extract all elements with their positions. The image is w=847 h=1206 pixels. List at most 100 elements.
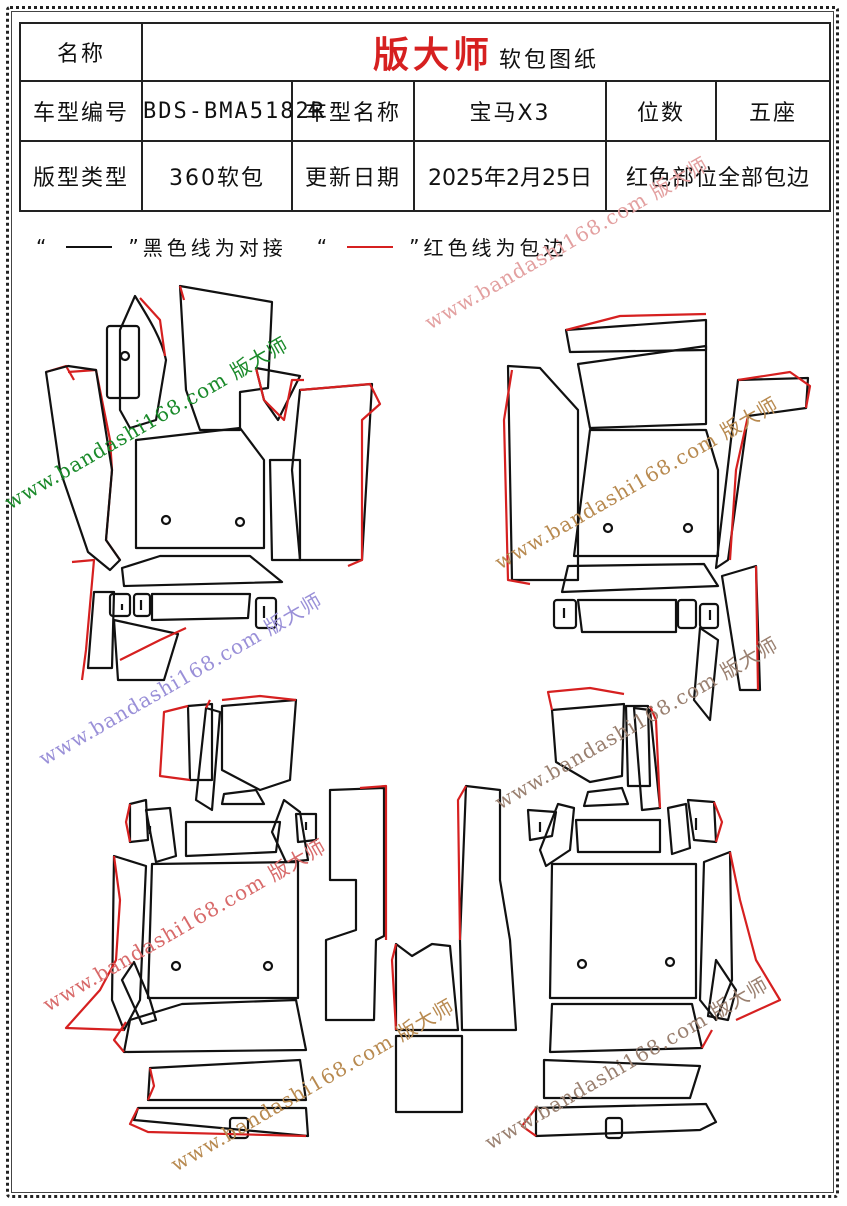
pattern-piece <box>548 862 698 1000</box>
edge-line <box>359 784 388 940</box>
pattern-piece <box>560 562 720 594</box>
pattern-piece <box>458 784 518 1032</box>
edge-line <box>139 297 167 357</box>
pattern-piece <box>666 802 692 856</box>
pattern-piece <box>132 1106 310 1138</box>
watermark-brand: 版大师 <box>646 152 713 204</box>
update-label: 更新日期 <box>291 140 415 212</box>
quote-close: ” <box>128 234 143 259</box>
pattern-piece <box>550 702 626 784</box>
svg-text:www.bandashi168.com 版大师: www.bandashi168.com 版大师 <box>35 588 327 770</box>
watermark-brand: 版大师 <box>716 632 783 684</box>
edge-line <box>456 785 467 941</box>
name-label: 名称 <box>19 22 143 82</box>
pattern-piece <box>108 592 132 618</box>
black-line-label: 黑色线为对接 <box>142 236 287 260</box>
quote-open: “ <box>36 234 51 259</box>
pattern-piece <box>220 788 266 806</box>
red-line-sample <box>347 245 394 248</box>
pattern-piece <box>394 1034 464 1114</box>
pattern-piece <box>526 808 558 842</box>
pattern-piece <box>134 426 266 550</box>
edge-line <box>299 382 382 568</box>
seats-label: 位数 <box>605 80 717 142</box>
pattern-group-rear-right <box>520 686 782 1140</box>
pattern-piece <box>576 598 678 634</box>
edge-line <box>71 558 96 681</box>
type-value: 360软包 <box>141 140 293 212</box>
pattern-piece <box>698 850 734 1022</box>
pattern-piece <box>624 704 652 788</box>
edge-line <box>728 851 782 1022</box>
edge-line <box>737 370 812 409</box>
pattern-piece <box>178 284 274 432</box>
pattern-piece <box>186 702 214 782</box>
pattern-piece <box>254 596 278 630</box>
edge-line <box>502 369 531 586</box>
watermark-url: www.bandashi168.com <box>491 427 722 574</box>
svg-text:www.bandashi168.com 版大师: www.bandashi168.com 版大师 <box>39 834 331 1016</box>
pattern-piece <box>86 590 116 670</box>
pattern-piece <box>122 998 308 1054</box>
quote-close-2: ” <box>409 234 424 259</box>
pattern-piece <box>576 344 708 430</box>
brand-name: 版大师 <box>373 35 494 76</box>
pattern-piece <box>146 860 300 1000</box>
model-code-label: 车型编号 <box>19 80 143 142</box>
page-inner-border <box>11 11 834 1193</box>
black-line-sample <box>66 245 113 248</box>
pattern-piece <box>128 798 150 844</box>
pattern-piece <box>268 458 302 562</box>
edge-line <box>64 855 125 1032</box>
pattern-piece <box>582 786 630 808</box>
pattern-group-center <box>390 784 518 1114</box>
watermark-brand: 版大师 <box>716 392 783 444</box>
quote-open-2: “ <box>316 234 332 259</box>
pattern-piece <box>692 626 720 722</box>
brand-title: 版大师软包图纸 <box>140 22 832 82</box>
pattern-piece <box>534 1102 718 1138</box>
pattern-piece <box>194 706 222 812</box>
pattern-piece <box>506 364 580 582</box>
pattern-group-rear-left <box>64 694 388 1140</box>
pattern-piece <box>110 854 148 1032</box>
pattern-piece <box>542 1058 702 1100</box>
watermark-brand: 版大师 <box>226 332 293 384</box>
pattern-piece <box>184 820 282 858</box>
model-name-label: 车型名称 <box>291 80 415 142</box>
edge-note: 红色部位全部包边 <box>604 140 832 212</box>
watermark-url: www.bandashi168.com <box>1 367 232 514</box>
pattern-piece <box>294 812 318 844</box>
pattern-piece <box>538 802 576 868</box>
red-line-label: 红色线为包边 <box>423 236 568 260</box>
model-name: 宝马X3 <box>413 80 607 142</box>
page-border <box>6 6 839 1198</box>
pattern-group-front-right <box>502 312 812 722</box>
pattern-piece <box>120 554 284 588</box>
pattern-piece <box>572 428 720 558</box>
svg-text:www.bandashi168.com 版大师: www.bandashi168.com 版大师 <box>167 994 459 1176</box>
watermark-brand: 版大师 <box>706 972 773 1024</box>
type-label: 版型类型 <box>19 140 143 212</box>
pattern-piece <box>105 324 141 400</box>
line-legend: “ ” 黑色线为对接 “ ” 红色线为包边 <box>36 232 568 261</box>
pattern-piece <box>698 602 720 630</box>
edge-line <box>565 312 707 332</box>
pattern-piece <box>676 598 698 630</box>
watermark-url: www.bandashi168.com <box>39 869 270 1016</box>
pattern-piece <box>120 960 158 1026</box>
pattern-piece <box>720 564 762 692</box>
pattern-piece <box>552 598 578 630</box>
watermark-url: www.bandashi168.com <box>421 187 652 334</box>
update-date: 2025年2月25日 <box>413 140 607 212</box>
spec-table: 名称 版大师软包图纸 车型编号 BDS-BMA5182R 车型名称 宝马X3 位… <box>19 22 832 212</box>
pattern-piece <box>150 592 252 622</box>
svg-text:www.bandashi168.com 版大师: www.bandashi168.com 版大师 <box>481 972 773 1154</box>
pattern-piece <box>574 818 662 854</box>
pattern-piece <box>324 786 386 1022</box>
svg-text:www.bandashi168.com 版大师: www.bandashi168.com 版大师 <box>421 152 713 334</box>
pattern-piece <box>146 1058 308 1102</box>
edge-line <box>128 1107 307 1138</box>
pattern-piece <box>132 592 152 618</box>
